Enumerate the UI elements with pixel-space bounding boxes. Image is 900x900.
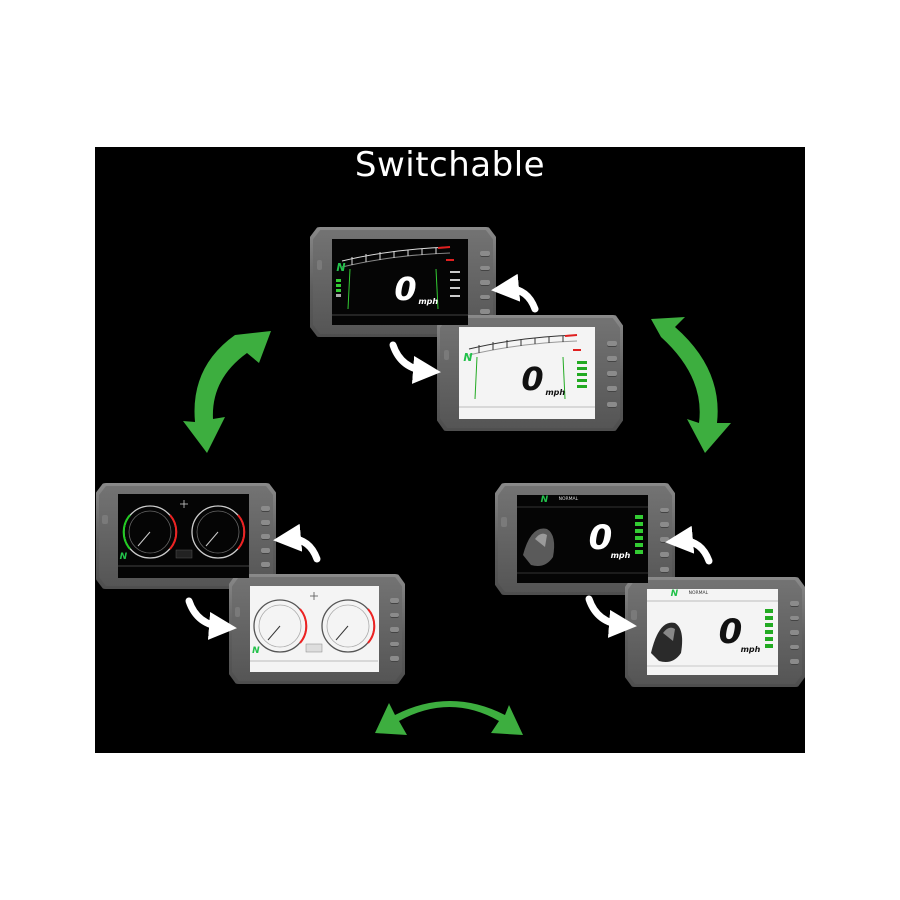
display-gauge-dark: N [96, 483, 276, 589]
infographic-panel: Switchable N [95, 147, 805, 753]
tach-bar-graphic [332, 245, 469, 316]
riding-mode-label: NORMAL [688, 590, 709, 596]
cycle-arrow-icon [183, 331, 271, 453]
speed-readout: 0 [588, 517, 613, 558]
display-screen: N 0 mph [459, 327, 596, 419]
display-screen: N 0 mph [332, 238, 469, 326]
arrows-layer [183, 273, 731, 735]
gear-indicator: N [336, 260, 346, 274]
cycle-arrow-icon [651, 317, 731, 453]
gear-indicator: N [119, 552, 128, 563]
display-rider-light: N NORMAL 0 mph [625, 577, 805, 687]
display-screen: N [117, 494, 249, 578]
speed-readout: 0 [718, 611, 743, 652]
small-swap-arrow-icon [185, 273, 713, 640]
page-title: Switchable [354, 147, 546, 185]
rider-graphic [516, 506, 648, 574]
riding-mode-label: NORMAL [558, 496, 579, 502]
display-rider-dark: N NORMAL 0 mph [495, 483, 675, 595]
display-bar-dark: N 0 mph [310, 227, 496, 337]
dual-gauge-graphic [250, 591, 379, 662]
display-screen: N [250, 585, 379, 673]
display-gauge-light: N [229, 574, 405, 684]
cycle-arrow-icon [375, 701, 523, 735]
gear-indicator: N [670, 588, 679, 599]
gear-indicator: N [252, 645, 260, 656]
speed-readout: 0 [394, 269, 417, 308]
speed-unit: mph [545, 388, 566, 398]
display-screen: N NORMAL 0 mph [646, 588, 778, 676]
speed-unit: mph [418, 296, 439, 306]
display-bar-light: N 0 mph [437, 315, 623, 431]
speed-unit: mph [740, 644, 761, 654]
rider-graphic [646, 600, 778, 666]
dual-gauge-graphic [117, 500, 249, 567]
display-screen: N NORMAL 0 mph [516, 494, 648, 584]
tach-bar-graphic [459, 334, 596, 408]
speed-unit: mph [610, 550, 631, 560]
gear-indicator: N [540, 494, 549, 505]
speed-readout: 0 [521, 360, 544, 399]
gear-indicator: N [463, 351, 473, 365]
